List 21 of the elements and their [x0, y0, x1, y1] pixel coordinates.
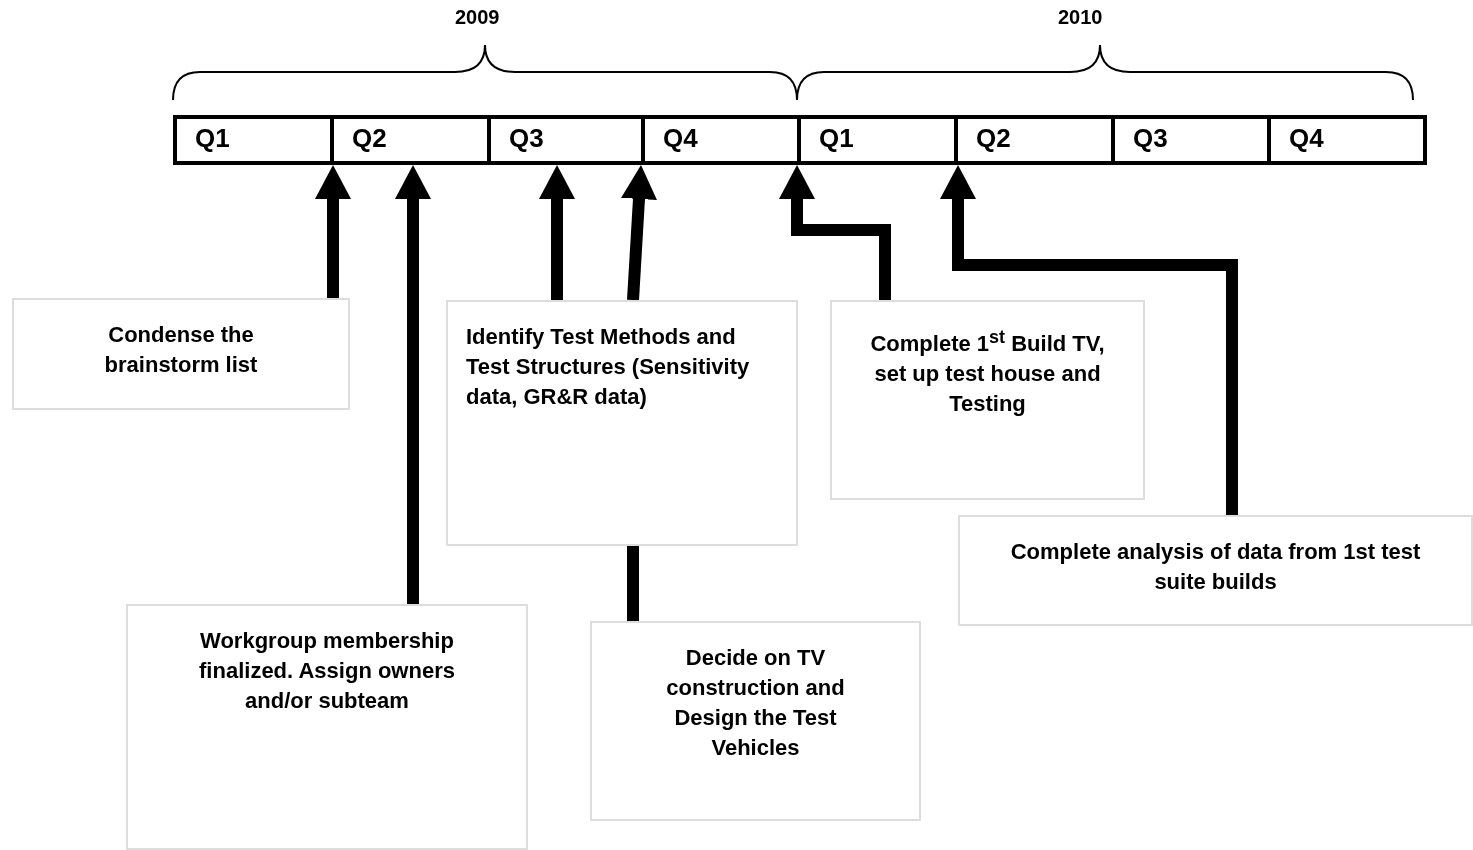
year-label: 2009 [455, 6, 500, 29]
milestone-box [590, 621, 921, 821]
milestone-text: Complete 1$^{st}$ Build TV, set up test house and Testing [869, 326, 1106, 419]
milestone-text: Decide on TV construction and Design the Test Vehicles [665, 644, 846, 762]
arrow [539, 165, 575, 300]
arrow [395, 165, 431, 604]
milestone-box [126, 604, 528, 850]
arrow [779, 165, 891, 300]
arrow [315, 165, 351, 298]
milestone-text: Identify Test Methods and Test Structures (Sensitivity data, GR&R data) [466, 323, 751, 411]
milestone-text: Workgroup membership finalized. Assign owners and/or subteam [198, 627, 456, 715]
milestone-box [12, 298, 350, 410]
milestone-box [830, 300, 1145, 500]
year-label: 2010 [1058, 6, 1103, 29]
milestone-box [958, 515, 1473, 626]
milestone-text: Condense the brainstorm list [103, 321, 259, 379]
connector-line [627, 546, 639, 621]
arrow [940, 165, 1238, 515]
milestone-text: Complete analysis of data from 1st test suite builds [1009, 538, 1422, 596]
milestone-box [446, 300, 798, 546]
arrow [621, 165, 657, 301]
